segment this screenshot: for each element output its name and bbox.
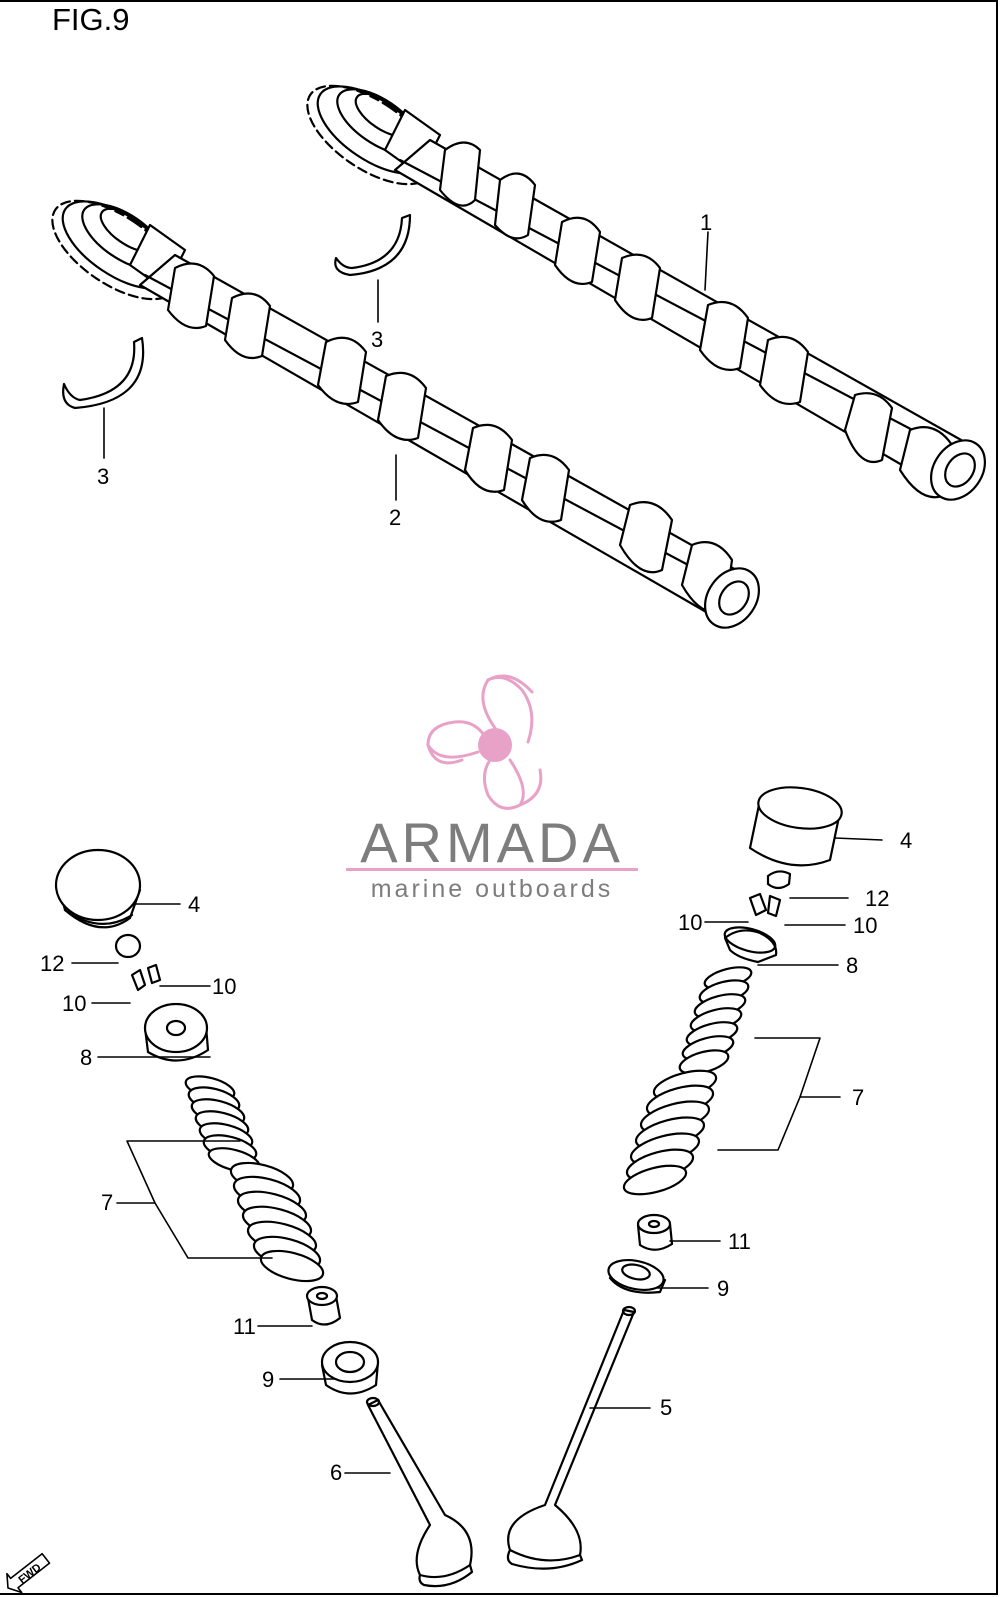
callout-9-right: 9 xyxy=(717,1276,729,1301)
callout-10-left-upper: 10 xyxy=(212,974,236,999)
shim-12-left xyxy=(114,933,142,959)
logo-name: ARMADA xyxy=(360,811,624,874)
callout-4-left: 4 xyxy=(188,892,200,917)
callout-3-lower: 3 xyxy=(97,464,109,489)
valve-5-right xyxy=(506,1305,637,1570)
oil-seal-11-left xyxy=(305,1285,342,1326)
valve-springs-7-left xyxy=(184,1075,325,1283)
retainer-ring-3-upper xyxy=(334,213,412,277)
logo-divider xyxy=(346,868,638,871)
callout-10-right-right: 10 xyxy=(853,913,877,938)
callout-6: 6 xyxy=(330,1460,342,1485)
callout-10-right-left: 10 xyxy=(678,910,702,935)
figure-title: FIG.9 xyxy=(52,2,130,37)
callout-7-right: 7 xyxy=(852,1085,864,1110)
callout-8-right: 8 xyxy=(846,953,858,978)
callout-2: 2 xyxy=(389,505,401,530)
callout-3-upper: 3 xyxy=(371,327,383,352)
callout-12-right: 12 xyxy=(865,886,889,911)
shim-12-right xyxy=(766,870,792,890)
cotters-10-right xyxy=(748,892,782,918)
valve-6-left xyxy=(365,1396,474,1588)
callout-11-left: 11 xyxy=(233,1314,256,1339)
callout-4-right: 4 xyxy=(900,828,912,853)
spring-seat-9-right xyxy=(607,1259,667,1294)
callout-5: 5 xyxy=(660,1395,672,1420)
camshaft-2 xyxy=(51,199,760,629)
callout-8-left: 8 xyxy=(80,1045,92,1070)
callout-9-left: 9 xyxy=(262,1367,274,1392)
spring-retainer-8-left xyxy=(143,1002,210,1062)
callout-10-left-lower: 10 xyxy=(62,991,86,1016)
callout-11-right: 11 xyxy=(728,1229,751,1254)
tappet-4-right xyxy=(748,786,843,867)
callout-7-left: 7 xyxy=(101,1190,113,1215)
camshaft-1 xyxy=(306,84,986,501)
spring-retainer-8-right xyxy=(723,926,778,964)
oil-seal-11-right xyxy=(636,1213,674,1251)
retainer-ring-3-lower xyxy=(62,336,145,410)
valve-springs-7-right xyxy=(622,966,753,1196)
logo-subtitle: marine outboards xyxy=(370,875,614,903)
callout-labels: 1 2 3 3 4 4 5 6 7 7 8 8 9 9 10 10 10 10 … xyxy=(40,210,912,1485)
spring-seat-9-left xyxy=(320,1340,380,1395)
callout-1: 1 xyxy=(700,210,712,235)
leader-lines xyxy=(71,231,883,1474)
callout-12-left: 12 xyxy=(40,951,64,976)
forward-arrow-icon xyxy=(6,1552,51,1594)
cotters-10-left xyxy=(130,963,162,992)
propeller-icon xyxy=(426,674,543,810)
tappet-4-left xyxy=(54,848,142,929)
